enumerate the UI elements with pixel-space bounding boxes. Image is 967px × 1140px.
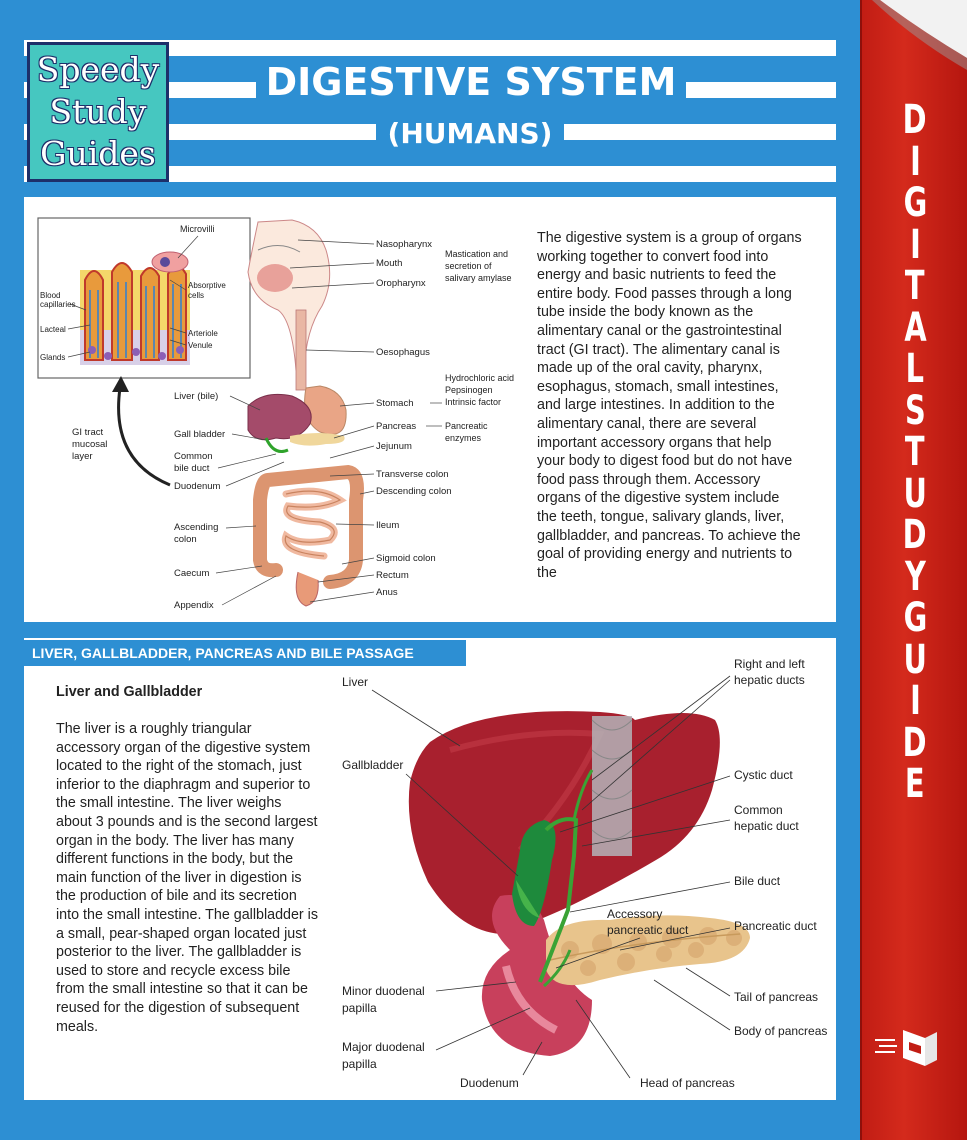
svg-text:pancreatic duct: pancreatic duct	[607, 923, 689, 937]
svg-text:Right and left: Right and left	[734, 657, 805, 671]
svg-text:Duodenum: Duodenum	[460, 1076, 519, 1090]
svg-text:Minor duodenal: Minor duodenal	[342, 984, 425, 998]
svg-text:Oropharynx: Oropharynx	[376, 278, 426, 289]
speedy-study-guides-logo: Speedy Study Guides	[27, 42, 169, 182]
svg-text:hepatic ducts: hepatic ducts	[734, 673, 805, 687]
svg-text:Head of pancreas: Head of pancreas	[640, 1076, 735, 1090]
svg-text:Jejunum: Jejunum	[376, 441, 412, 452]
section-body: The liver is a roughly triangular access…	[56, 721, 318, 1035]
svg-text:Common: Common	[174, 451, 213, 462]
pancreas-illustration	[546, 915, 750, 986]
svg-text:Arteriole: Arteriole	[188, 329, 218, 338]
svg-text:secretion of: secretion of	[445, 261, 492, 271]
svg-text:Lacteal: Lacteal	[40, 325, 66, 334]
svg-text:Major duodenal: Major duodenal	[342, 1040, 425, 1054]
duodenum-illustration	[481, 895, 592, 1056]
svg-text:Microvilli: Microvilli	[180, 224, 215, 234]
svg-text:bile duct: bile duct	[174, 463, 210, 474]
svg-text:Liver (bile): Liver (bile)	[174, 391, 218, 402]
svg-text:Rectum: Rectum	[376, 570, 409, 581]
svg-text:cells: cells	[188, 291, 204, 300]
svg-text:Mastication and: Mastication and	[445, 249, 508, 259]
svg-text:Venule: Venule	[188, 341, 213, 350]
svg-text:GI tract: GI tract	[72, 427, 104, 438]
intro-paragraph: The digestive system is a group of organ…	[537, 230, 802, 581]
svg-text:mucosal: mucosal	[72, 439, 107, 450]
page-subtitle: (HUMANS)	[376, 114, 564, 154]
liver-illustration	[408, 711, 720, 934]
digestive-system-diagram: Microvilli Absorptive cells Blood capill…	[37, 217, 514, 611]
svg-text:Ascending: Ascending	[174, 522, 218, 533]
svg-text:Nasopharynx: Nasopharynx	[376, 239, 432, 250]
svg-text:enzymes: enzymes	[445, 433, 482, 443]
svg-text:hepatic duct: hepatic duct	[734, 819, 799, 833]
svg-text:Appendix: Appendix	[174, 600, 214, 611]
section-header: LIVER, GALLBLADDER, PANCREAS AND BILE PA…	[24, 640, 466, 666]
svg-text:Cystic duct: Cystic duct	[734, 768, 793, 782]
svg-text:Blood: Blood	[40, 291, 60, 300]
svg-text:Transverse colon: Transverse colon	[376, 469, 449, 480]
villi-illustration	[80, 251, 190, 365]
spine-band	[860, 0, 967, 1140]
svg-text:Caecum: Caecum	[174, 568, 209, 579]
svg-text:Mouth: Mouth	[376, 258, 402, 269]
svg-text:Absorptive: Absorptive	[188, 281, 226, 290]
section-heading: Liver and Gallbladder	[56, 684, 203, 700]
svg-text:Hydrochloric acid: Hydrochloric acid	[445, 373, 514, 383]
svg-text:Common: Common	[734, 803, 783, 817]
svg-text:Liver: Liver	[342, 675, 368, 689]
svg-text:Gall bladder: Gall bladder	[174, 429, 225, 440]
liver-pancreas-diagram: Liver Gallbladder Minor duodenal papilla…	[342, 657, 827, 1090]
svg-text:Pancreas: Pancreas	[376, 421, 416, 432]
svg-text:papilla: papilla	[342, 1057, 377, 1071]
svg-text:Stomach: Stomach	[376, 398, 414, 409]
svg-text:Pancreatic duct: Pancreatic duct	[734, 919, 817, 933]
svg-text:Gallbladder: Gallbladder	[342, 758, 403, 772]
svg-text:Duodenum: Duodenum	[174, 481, 221, 492]
svg-text:Intrinsic factor: Intrinsic factor	[445, 397, 501, 407]
svg-text:layer: layer	[72, 451, 93, 462]
svg-text:Accessory: Accessory	[607, 907, 662, 921]
svg-text:Bile duct: Bile duct	[734, 874, 781, 888]
svg-text:Pancreatic: Pancreatic	[445, 421, 488, 431]
page-title: DIGESTIVE SYSTEM	[256, 56, 686, 108]
svg-text:Ileum: Ileum	[376, 520, 399, 531]
svg-text:Descending colon: Descending colon	[376, 486, 452, 497]
logo-line-1: Speedy	[36, 50, 160, 89]
svg-text:Sigmoid colon: Sigmoid colon	[376, 553, 436, 564]
svg-text:Pepsinogen: Pepsinogen	[445, 385, 493, 395]
svg-text:colon: colon	[174, 534, 197, 545]
svg-text:Anus: Anus	[376, 587, 398, 598]
svg-text:capillaries: capillaries	[40, 300, 76, 309]
logo-line-2: Study	[49, 92, 147, 131]
book-logo-icon	[875, 1030, 937, 1066]
page-curl-icon	[860, 0, 967, 70]
svg-text:Oesophagus: Oesophagus	[376, 347, 430, 358]
svg-text:Tail of pancreas: Tail of pancreas	[734, 990, 818, 1004]
svg-text:Body of pancreas: Body of pancreas	[734, 1024, 827, 1038]
svg-text:Glands: Glands	[40, 353, 65, 362]
anatomy-figure	[247, 219, 364, 607]
svg-text:papilla: papilla	[342, 1001, 377, 1015]
svg-text:salivary amylase: salivary amylase	[445, 273, 512, 283]
logo-line-3: Guides	[40, 134, 156, 173]
